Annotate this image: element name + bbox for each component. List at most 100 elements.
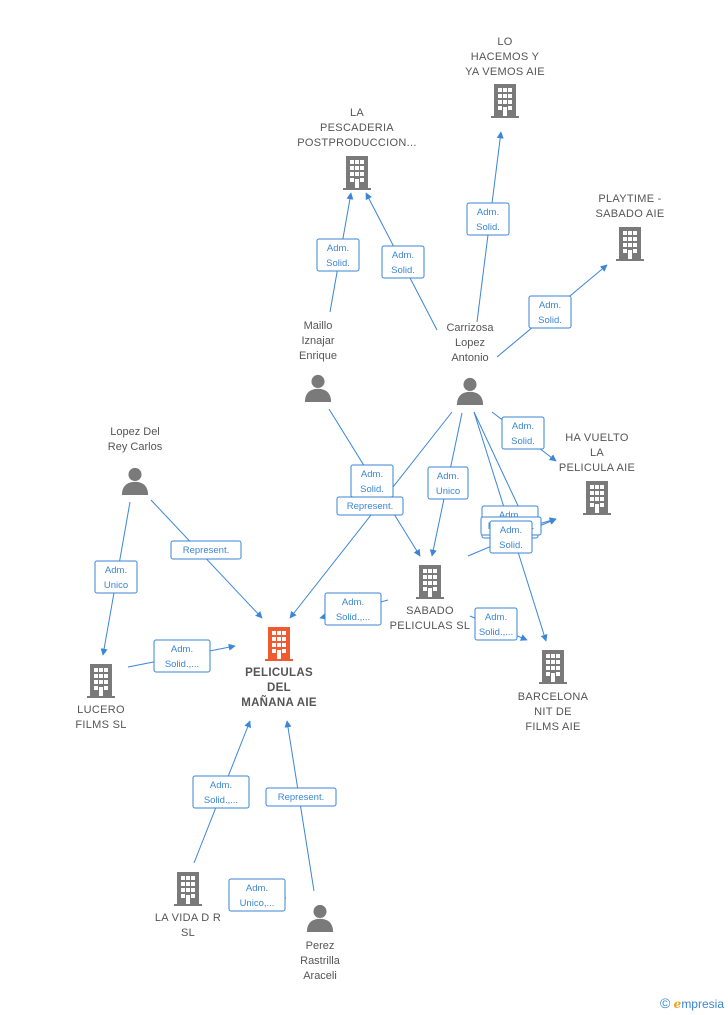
node-label: Carrizosa [446, 322, 494, 334]
building-icon [491, 84, 519, 118]
node-lavida[interactable]: LA VIDA D R SL [155, 872, 221, 939]
node-label: Araceli [303, 970, 337, 982]
edge-11-label-box [489, 520, 533, 554]
edge-4-label-text: Solid. [538, 315, 562, 326]
edge-7-label-box [336, 496, 404, 516]
building-icon [416, 565, 444, 599]
node-label: SL [181, 927, 195, 939]
node-label: Maillo [304, 320, 333, 332]
edge-14-label[interactable]: Represent. [170, 540, 242, 560]
person-icon [306, 904, 334, 932]
edge-17-label-text: Represent. [278, 792, 324, 803]
node-label: Lopez Del [110, 426, 160, 438]
edge-18-label[interactable]: Adm.Unico,... [228, 878, 286, 912]
node-label: LO [497, 36, 512, 48]
node-label: PELICULAS [245, 667, 313, 679]
edge-3-label-text: Adm. [392, 250, 414, 261]
node-label: FILMS AIE [525, 721, 580, 733]
edge-1-label-text: Adm. [477, 207, 499, 218]
brand-name: mpresia [681, 997, 724, 1011]
edge-18-label-text: Adm. [246, 883, 268, 894]
edge-1-label-text: Solid. [476, 222, 500, 233]
person-icon [304, 374, 332, 402]
edge-14-label-text: Represent. [183, 545, 229, 556]
edge-2-label-text: Adm. [327, 243, 349, 254]
node-label: MAÑANA AIE [241, 696, 317, 709]
edge-5-label-text: Solid. [511, 436, 535, 447]
edge-9-label-text: Adm. [499, 510, 521, 521]
edge-12-label-text: Adm. [342, 597, 364, 608]
node-label: Rastrilla [300, 955, 341, 967]
node-label: PELICULA AIE [559, 462, 635, 474]
edge-16-label-text: Adm. [171, 644, 193, 655]
edge-19-label-box [192, 775, 250, 809]
edge-6-label[interactable]: Adm.Solid. [350, 464, 394, 498]
edge-19-label-text: Adm. [210, 780, 232, 791]
brand-initial: e [673, 997, 682, 1011]
edge-19-label[interactable]: Adm. Solid.,... [192, 775, 250, 809]
person-icon [121, 467, 149, 495]
edge-12-label-text: Solid.,... [336, 612, 370, 623]
building-icon [583, 481, 611, 515]
edge-15-label-text: Solid.,... [479, 627, 513, 638]
edge-11-label[interactable]: Adm.Solid. [489, 520, 533, 554]
edge-4-label[interactable]: Adm.Solid. [528, 295, 572, 329]
edge-2-label-box [316, 238, 360, 272]
edge-2-label[interactable]: Adm.Solid. [316, 238, 360, 272]
node-label: Rey Carlos [108, 441, 163, 453]
edge-4-label-box [528, 295, 572, 329]
node-label: HACEMOS Y [471, 51, 540, 63]
edge-19-label-text: Solid.,... [204, 795, 238, 806]
node-label: SABADO [406, 605, 454, 617]
edge-15-label-text: Adm. [485, 612, 507, 623]
edge-16-label[interactable]: Adm.Solid.,... [153, 639, 211, 673]
edge-13-label-box [94, 560, 138, 594]
building-icon [265, 627, 293, 661]
edge-13-label-text: Adm. [105, 565, 127, 576]
node-sabado[interactable]: SABADO PELICULAS SL [390, 565, 471, 632]
node-label: PELICULAS SL [390, 620, 471, 632]
edge-8-label-box [427, 466, 469, 500]
building-icon [539, 650, 567, 684]
building-icon [174, 872, 202, 906]
building-icon [343, 156, 371, 190]
edge-18-label-box [228, 878, 286, 912]
node-label: Enrique [299, 350, 337, 362]
node-label: Perez [306, 940, 335, 952]
node-label: HA VUELTO [565, 432, 629, 444]
node-playtime[interactable]: PLAYTIME -SABADO AIE [595, 193, 664, 261]
edge-7-label[interactable]: Represent. [336, 496, 404, 516]
edge-11-label-text: Adm. [500, 525, 522, 536]
edge-12-label[interactable]: Adm. Solid.,... [324, 592, 382, 626]
node-pescaderia[interactable]: LAPESCADERIAPOSTPRODUCCION... [297, 107, 416, 190]
edge-6-label-text: Solid. [360, 484, 384, 495]
edge-13-label[interactable]: Adm.Unico [94, 560, 138, 594]
edge-5-label-box [501, 416, 545, 450]
node-peliculas[interactable]: PELICULAS DEL MAÑANA AIE [241, 627, 317, 709]
edge-3-label-text: Solid. [391, 265, 415, 276]
edge-17-label[interactable]: Represent. [265, 787, 337, 807]
edge-3-label-box [381, 245, 425, 279]
edge-15-label[interactable]: Adm. Solid.,... [474, 607, 518, 641]
node-label: DEL [267, 682, 291, 694]
node-label: LA VIDA D R [155, 912, 221, 924]
edge-8-label[interactable]: Adm.Unico [427, 466, 469, 500]
edge-1-label[interactable]: Adm. Solid. [466, 202, 510, 236]
edge-5-label[interactable]: Adm.Solid. [501, 416, 545, 450]
edge-8-label-text: Adm. [437, 471, 459, 482]
building-icon [616, 227, 644, 261]
edge-15-label-box [474, 607, 518, 641]
node-label: BARCELONA [518, 691, 589, 703]
node-label: Antonio [451, 352, 488, 364]
edge-3-label[interactable]: Adm. Solid. [381, 245, 425, 279]
footer-brand: © empresia [660, 995, 724, 1011]
